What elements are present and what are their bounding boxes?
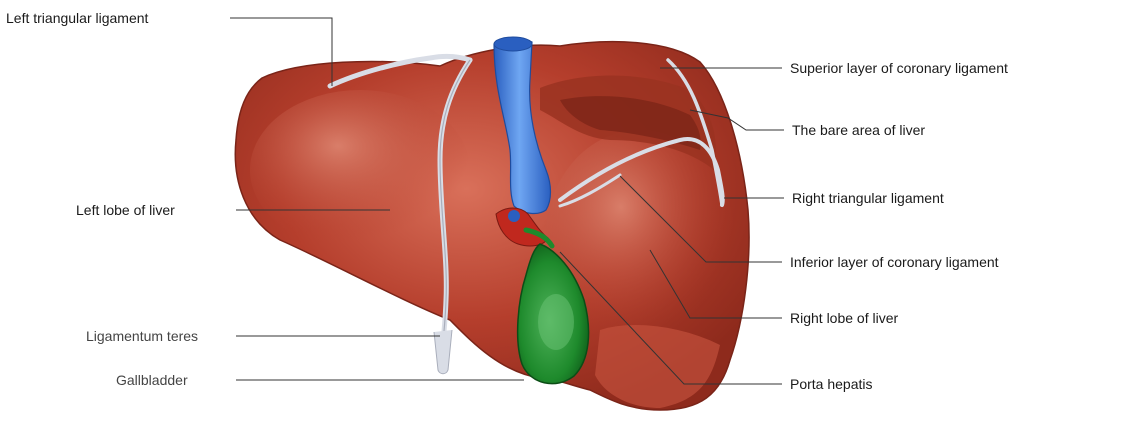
gallbladder-highlight xyxy=(538,294,574,350)
label-ligamentum-teres: Ligamentum teres xyxy=(86,328,198,344)
ligamentum-teres-shape xyxy=(434,330,452,374)
ivc-opening xyxy=(494,37,532,51)
label-superior-coronary-ligament: Superior layer of coronary ligament xyxy=(790,60,1008,76)
label-bare-area-of-liver: The bare area of liver xyxy=(792,122,925,138)
label-right-triangular-ligament: Right triangular ligament xyxy=(792,190,944,206)
left-lobe-shading xyxy=(250,90,470,250)
label-right-lobe-of-liver: Right lobe of liver xyxy=(790,310,898,326)
label-left-triangular-ligament: Left triangular ligament xyxy=(6,10,148,26)
label-left-lobe-of-liver: Left lobe of liver xyxy=(76,202,175,218)
hepatic-artery-blob xyxy=(508,210,520,222)
label-inferior-coronary-ligament: Inferior layer of coronary ligament xyxy=(790,254,999,270)
label-gallbladder: Gallbladder xyxy=(116,372,188,388)
label-porta-hepatis: Porta hepatis xyxy=(790,376,873,392)
